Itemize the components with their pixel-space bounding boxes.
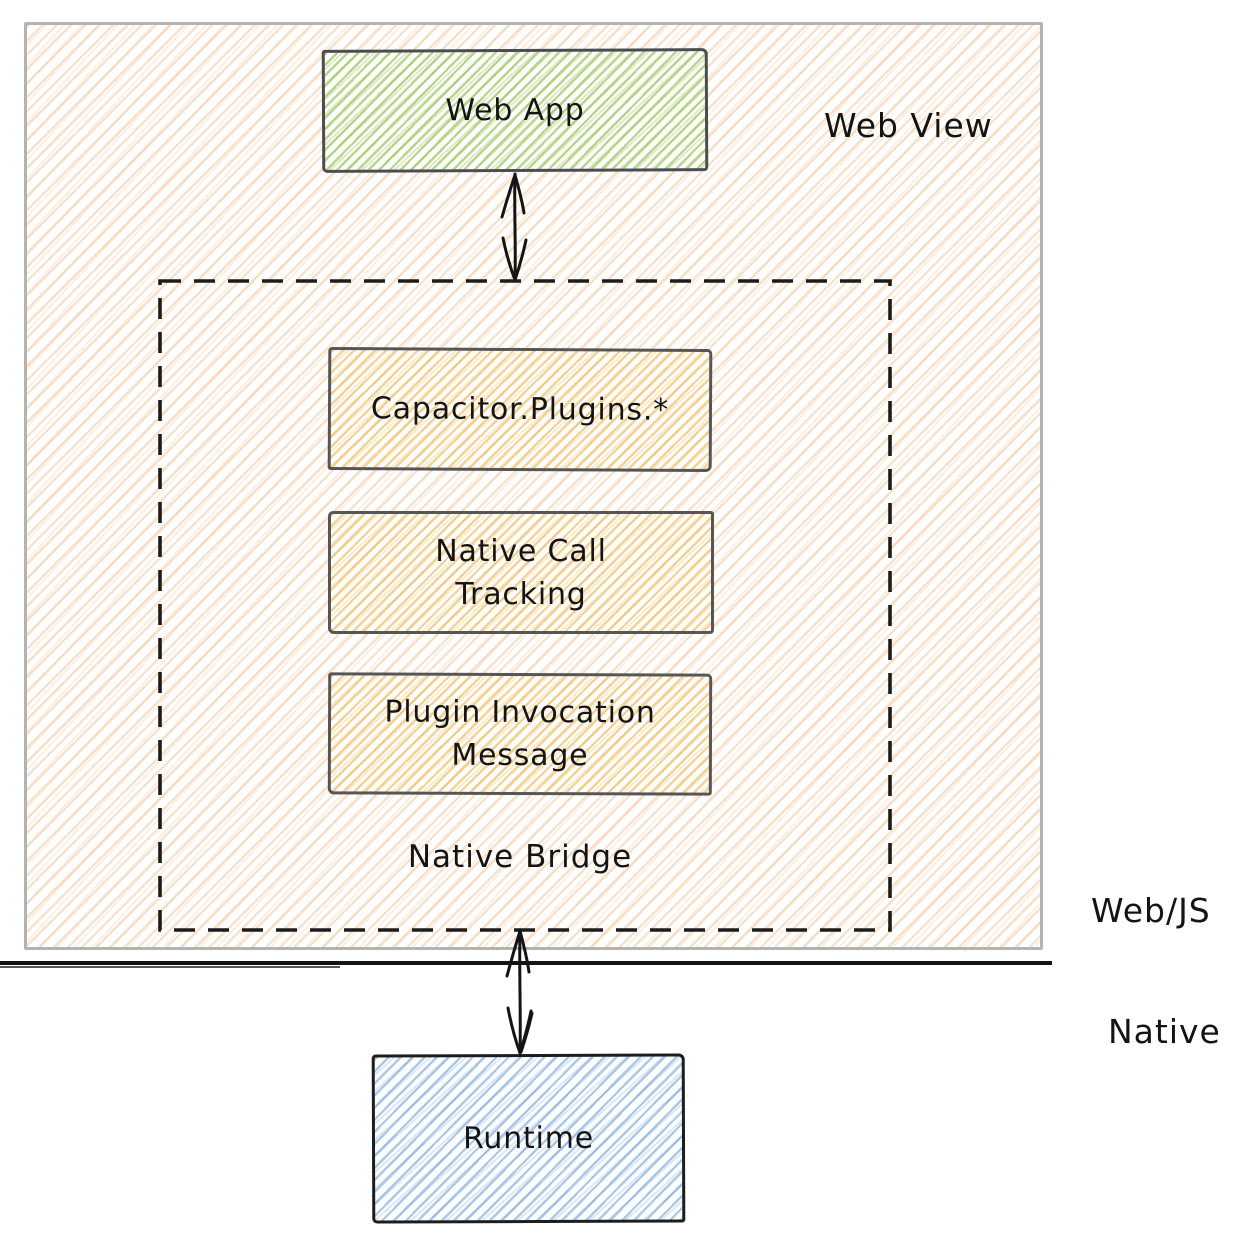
- capacitor-plugins-node: Capacitor.Plugins.*: [327, 346, 713, 473]
- native-call-tracking-label-line2: Tracking: [455, 576, 587, 612]
- web-app-node: Web App: [321, 48, 709, 173]
- plugin-invocation-message-node: Plugin Invocation Message: [327, 672, 713, 796]
- native-layer-label: Native: [1108, 1012, 1221, 1051]
- web-app-label: Web App: [445, 92, 585, 129]
- plugin-invocation-label-line2: Message: [451, 737, 589, 774]
- web-view-region: [24, 22, 1043, 950]
- bidirectional-arrow-icon: [500, 172, 528, 282]
- native-bridge-boundary: [158, 279, 892, 932]
- runtime-label: Runtime: [462, 1120, 595, 1157]
- native-bridge-label: Native Bridge: [407, 839, 633, 875]
- bidirectional-arrow-icon: [505, 928, 534, 1055]
- capacitor-plugins-label: Capacitor.Plugins.*: [370, 391, 670, 428]
- plugin-invocation-label-line1: Plugin Invocation: [384, 694, 656, 731]
- runtime-node: Runtime: [371, 1053, 686, 1224]
- web-js-layer-label: Web/JS: [1091, 891, 1211, 930]
- native-call-tracking-node: Native Call Tracking: [328, 511, 714, 634]
- web-view-label: Web View: [824, 106, 993, 145]
- bridge-runtime-arrow: [498, 926, 542, 1061]
- web-app-bridge-arrow: [494, 170, 536, 288]
- native-call-tracking-label-line1: Native Call: [435, 533, 607, 569]
